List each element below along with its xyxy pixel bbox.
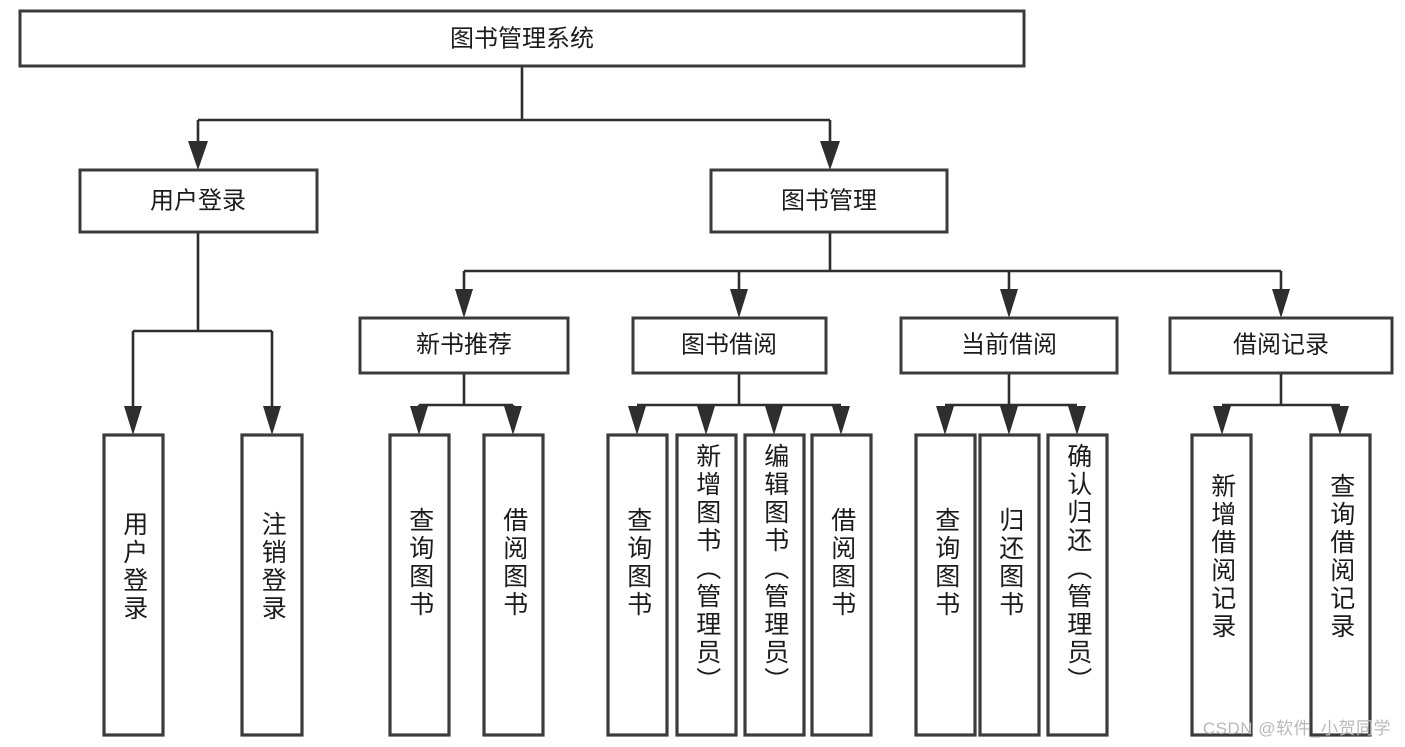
connectors-user-login-to-leaves — [124, 232, 281, 435]
leaf-box-user-login-2[interactable] — [240, 433, 304, 737]
leaf-group-new-book-recommend — [388, 433, 545, 737]
node-book-borrow-rect[interactable] — [631, 316, 828, 375]
connectors-borrow-record-to-leaves — [1213, 373, 1349, 435]
arrowhead-br-leaf1 — [1213, 406, 1231, 435]
arrowhead-current-borrow — [1000, 289, 1018, 318]
node-new-book-recommend[interactable]: 新书推荐 — [358, 316, 570, 375]
node-book-manage[interactable]: 图书管理 — [709, 168, 949, 234]
arrowhead-user-login — [188, 141, 208, 170]
leaf-group-user-login — [102, 433, 304, 737]
node-book-manage-label: 图书管理 — [781, 187, 877, 214]
node-root-label: 图书管理系统 — [450, 25, 594, 52]
leaf-box-borrow-record-1[interactable] — [1190, 433, 1253, 737]
arrowhead-new-book — [455, 289, 473, 318]
leaf-box-book-borrow-4[interactable] — [810, 433, 873, 737]
leaf-group-current-borrow — [914, 433, 1109, 737]
arrowhead-bb-leaf2 — [697, 406, 715, 435]
arrowhead-ul-leaf2 — [263, 406, 281, 435]
leaf-box-book-borrow-2[interactable] — [675, 433, 738, 737]
connectors-new-book-to-leaves — [410, 373, 522, 435]
leaf-box-book-borrow-3[interactable] — [743, 433, 806, 737]
connectors-book-borrow-to-leaves — [628, 373, 850, 435]
node-root-rect[interactable] — [18, 9, 1026, 68]
arrowhead-nb-leaf1 — [410, 406, 428, 435]
node-book-borrow[interactable]: 图书借阅 — [631, 316, 828, 375]
node-current-borrow-rect[interactable] — [899, 316, 1119, 375]
arrowhead-ul-leaf1 — [124, 406, 142, 435]
node-borrow-record[interactable]: 借阅记录 — [1168, 316, 1394, 375]
arrowhead-book-borrow — [730, 289, 748, 318]
leaf-group-borrow-record — [1190, 433, 1372, 737]
connectors-book-manage-to-level3 — [455, 232, 1290, 318]
leaf-box-user-login-1[interactable] — [102, 433, 165, 737]
node-book-borrow-label: 图书借阅 — [681, 331, 777, 358]
connectors-root-to-level2 — [188, 66, 840, 170]
node-user-login[interactable]: 用户登录 — [78, 168, 319, 234]
arrowhead-nb-leaf2 — [504, 406, 522, 435]
arrowhead-book-manage — [820, 141, 840, 170]
connectors-current-borrow-to-leaves — [936, 373, 1086, 435]
leaf-box-current-borrow-1[interactable] — [914, 433, 977, 737]
leaf-group-book-borrow — [606, 433, 873, 737]
arrowhead-borrow-record — [1272, 289, 1290, 318]
arrowhead-cb-leaf1 — [936, 406, 954, 435]
arrowhead-bb-leaf4 — [832, 406, 850, 435]
leaf-box-new-book-2[interactable] — [482, 433, 545, 737]
node-new-book-recommend-label: 新书推荐 — [416, 331, 512, 358]
node-current-borrow[interactable]: 当前借阅 — [899, 316, 1119, 375]
node-user-login-label: 用户登录 — [150, 187, 246, 214]
leaf-box-current-borrow-3[interactable] — [1046, 433, 1109, 737]
arrowhead-bb-leaf3 — [765, 406, 783, 435]
node-current-borrow-label: 当前借阅 — [961, 331, 1057, 358]
node-new-book-recommend-rect[interactable] — [358, 316, 570, 375]
arrowhead-br-leaf2 — [1331, 406, 1349, 435]
node-borrow-record-label: 借阅记录 — [1233, 331, 1329, 358]
arrowhead-cb-leaf3 — [1068, 406, 1086, 435]
node-book-manage-rect[interactable] — [709, 168, 949, 234]
node-user-login-rect[interactable] — [78, 168, 319, 234]
leaf-box-book-borrow-1[interactable] — [606, 433, 669, 737]
arrowhead-bb-leaf1 — [628, 406, 646, 435]
leaf-box-borrow-record-2[interactable] — [1309, 433, 1372, 737]
leaf-box-new-book-1[interactable] — [388, 433, 451, 737]
node-borrow-record-rect[interactable] — [1168, 316, 1394, 375]
arrowhead-cb-leaf2 — [1000, 406, 1018, 435]
leaf-box-current-borrow-2[interactable] — [978, 433, 1041, 737]
node-root[interactable]: 图书管理系统 — [18, 9, 1026, 68]
csdn-watermark: CSDN @软件_小贺同学 — [1202, 719, 1391, 738]
